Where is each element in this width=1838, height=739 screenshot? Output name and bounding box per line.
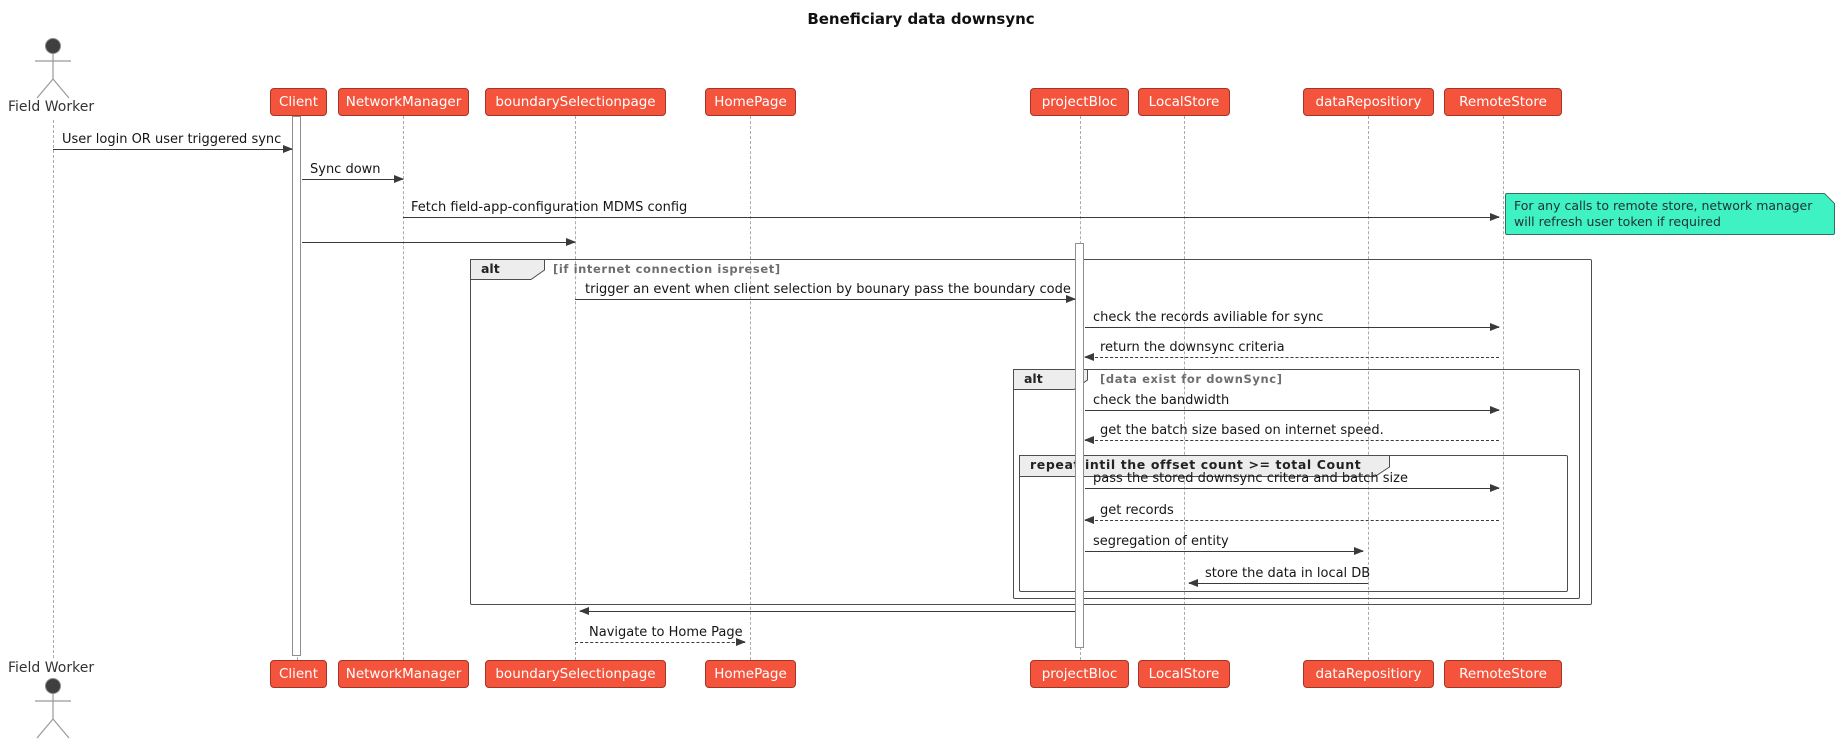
message-label: check the bandwidth — [1093, 393, 1230, 408]
actor-figure-bottom — [29, 676, 77, 739]
message-arrow — [575, 299, 1075, 300]
note-text-line2: will refresh user token if required — [1514, 214, 1721, 229]
lifeline-data-repository — [1368, 116, 1369, 660]
participant-boundary-selection-page-bottom: boundarySelectionpage — [485, 660, 666, 688]
participant-data-repository-bottom: dataRepositiory — [1303, 660, 1434, 688]
message-label: segregation of entity — [1093, 534, 1229, 549]
participant-client-bottom: Client — [270, 660, 327, 688]
lifeline-boundary-selection-page — [575, 116, 576, 660]
actor-figure-top — [29, 36, 77, 108]
message-label: trigger an event when client selection b… — [585, 282, 1071, 297]
message-arrow — [1085, 357, 1499, 358]
participant-project-bloc-top: projectBloc — [1030, 88, 1129, 116]
participant-local-store-bottom: LocalStore — [1138, 660, 1230, 688]
message-label: pass the stored downsync critera and bat… — [1093, 471, 1408, 486]
message-arrow — [575, 642, 745, 643]
lifeline-home-page — [750, 116, 751, 660]
message-arrow — [302, 179, 403, 180]
actor-label-top: Field Worker — [8, 99, 95, 115]
message-arrow — [1085, 327, 1499, 328]
message-label: Sync down — [310, 162, 381, 177]
participant-data-repository-top: dataRepositiory — [1303, 88, 1434, 116]
actor-label-bottom: Field Worker — [8, 660, 95, 676]
participant-home-page-top: HomePage — [705, 88, 796, 116]
note-fold-icon — [1823, 192, 1836, 205]
message-arrow — [302, 242, 575, 243]
participant-client-top: Client — [270, 88, 327, 116]
message-arrow — [403, 217, 1499, 218]
alt-frame-inner — [1013, 369, 1580, 599]
message-arrow — [1085, 488, 1499, 489]
message-arrow — [580, 611, 1075, 612]
message-label: get records — [1100, 503, 1174, 518]
lifeline-network-manager — [403, 116, 404, 660]
message-arrow — [1085, 410, 1499, 411]
message-label: User login OR user triggered sync — [62, 132, 282, 147]
participant-boundary-selection-page-top: boundarySelectionpage — [485, 88, 666, 116]
diagram-title: Beneficiary data downsync — [807, 10, 1035, 28]
message-label: Fetch field-app-configuration MDMS confi… — [411, 200, 688, 215]
message-label: store the data in local DB — [1205, 566, 1371, 581]
alt-outer-condition: [if internet connection ispreset] — [553, 262, 781, 276]
message-label: get the batch size based on internet spe… — [1100, 423, 1384, 438]
frame-tab-shape — [470, 259, 545, 280]
lifeline-local-store — [1184, 116, 1185, 660]
participant-network-manager-top: NetworkManager — [338, 88, 469, 116]
message-arrow — [1189, 583, 1368, 584]
message-label: check the records aviliable for sync — [1093, 310, 1324, 325]
participant-remote-store-top: RemoteStore — [1444, 88, 1562, 116]
note-text-line1: For any calls to remote store, network m… — [1514, 198, 1813, 213]
alt-frame-outer-label: alt — [470, 259, 546, 284]
message-arrow — [1085, 440, 1499, 441]
alt-frame-outer — [470, 259, 1592, 605]
message-arrow — [1085, 520, 1499, 521]
note: For any calls to remote store, network m… — [1505, 192, 1836, 235]
lifeline-remote-store — [1503, 116, 1504, 660]
participant-network-manager-bottom: NetworkManager — [338, 660, 469, 688]
lifeline-field-worker — [53, 120, 54, 658]
frame-tab-shape — [1019, 455, 1390, 477]
message-arrow — [53, 149, 292, 150]
message-label: return the downsync criteria — [1100, 340, 1285, 355]
participant-remote-store-bottom: RemoteStore — [1444, 660, 1562, 688]
message-arrow — [1085, 551, 1363, 552]
activation-client — [292, 116, 301, 656]
participant-home-page-bottom: HomePage — [705, 660, 796, 688]
participant-project-bloc-bottom: projectBloc — [1030, 660, 1129, 688]
alt-inner-condition: [data exist for downSync] — [1100, 372, 1283, 386]
repeat-frame-label: repeat intil the offset count >= total C… — [1019, 455, 1391, 481]
participant-local-store-top: LocalStore — [1138, 88, 1230, 116]
message-label: Navigate to Home Page — [589, 625, 743, 640]
activation-project-bloc — [1075, 243, 1084, 648]
